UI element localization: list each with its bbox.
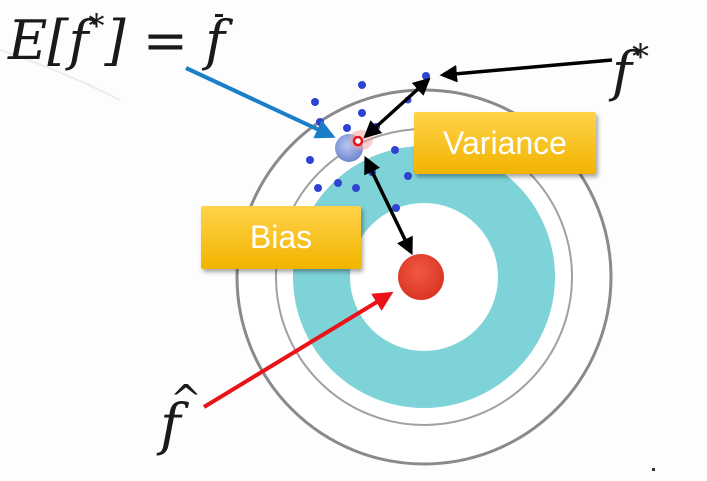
equation-star: * bbox=[88, 7, 105, 45]
corner-speck bbox=[652, 468, 655, 471]
background-arc bbox=[0, 49, 121, 101]
prediction-dot bbox=[314, 184, 322, 192]
f-hat-symbol: f bbox=[160, 380, 201, 454]
bullseye-dot bbox=[398, 254, 444, 300]
f-star-label: f* bbox=[612, 40, 649, 99]
f-star-superscript: * bbox=[632, 37, 649, 77]
bias-label: Bias bbox=[201, 206, 361, 269]
prediction-dot bbox=[352, 184, 360, 192]
prediction-dot bbox=[358, 81, 366, 89]
equation-lhs: E[f bbox=[8, 9, 89, 72]
prediction-dot bbox=[311, 98, 319, 106]
prediction-dot bbox=[334, 179, 342, 187]
prediction-dot bbox=[404, 172, 412, 180]
prediction-dot bbox=[343, 124, 351, 132]
prediction-dot bbox=[422, 72, 430, 80]
expectation-equation: E[f*] = f bbox=[8, 10, 225, 68]
prediction-dot bbox=[392, 204, 400, 212]
variance-arrow bbox=[363, 77, 431, 139]
prediction-dot bbox=[306, 156, 314, 164]
expectation-pointer-arrow bbox=[185, 66, 336, 139]
equation-close: ] = bbox=[104, 9, 206, 72]
f-star-text: f bbox=[612, 40, 632, 103]
f-hat-label: f bbox=[160, 380, 201, 454]
prediction-dot bbox=[391, 146, 399, 154]
variance-label: Variance bbox=[414, 112, 596, 174]
prediction-dot bbox=[358, 109, 366, 117]
f-star-pointer-arrow bbox=[439, 58, 613, 83]
f-hat-pointer-arrow bbox=[202, 291, 394, 409]
f-bar-symbol: f bbox=[205, 9, 226, 72]
bias-arrow bbox=[364, 155, 413, 256]
prediction-dot bbox=[316, 118, 324, 126]
mean-center-marker bbox=[352, 135, 364, 147]
